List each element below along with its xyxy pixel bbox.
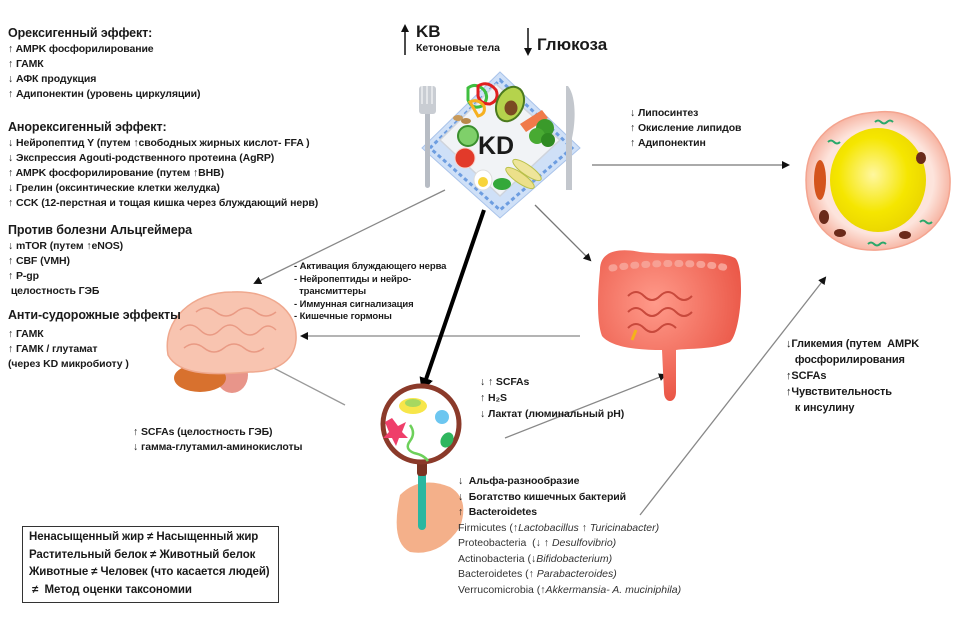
- gut-metabolite-item: ↓ ↑ SCFAs: [480, 376, 530, 388]
- kb-label: KB: [416, 22, 441, 41]
- gut-metabolites-block: ↓ ↑ SCFAs ↑ H₂S ↓ Лактат (люминальный pH…: [480, 374, 624, 422]
- taxon-phylum: Firmicutes (: [458, 521, 513, 534]
- brain-illustration: [166, 291, 297, 393]
- adipose-item: ↑ Окисление липидов: [630, 122, 742, 134]
- microbiota-composition-block: ↓ Альфа-разнообразие ↓ Богатство кишечны…: [458, 474, 681, 598]
- anorexigenic-effect-block: Анорексигенный эффект: ↓ Нейропептид Y (…: [8, 118, 318, 211]
- caveat-item: ≠ Метод оценки таксономии: [29, 583, 192, 596]
- orexigenic-item: ↑ AMPK фосфорилирование: [8, 43, 154, 55]
- metabolic-effects-block: ↓Гликемия (путем AMPK фосфорилирования ↑…: [786, 336, 919, 416]
- gut-brain-axis-item: - Иммунная сигнализация: [294, 298, 414, 310]
- metabolic-item: ↑Чувствительность: [786, 386, 892, 398]
- anticonvulsant-item: ↑ ГАМК / глутамат: [8, 343, 98, 355]
- anorexigenic-item: ↑ AMPK фосфорилирование (путем ↑BHB): [8, 167, 224, 179]
- anorexigenic-item: ↓ Экспрессия Agouti-родственного протеин…: [8, 152, 275, 164]
- arrow-microbiota-to-fat-cell: [639, 276, 827, 516]
- alzheimer-item: целостность ГЭБ: [8, 285, 100, 297]
- microbiota-to-brain-block: ↑ SCFAs (целостность ГЭБ) ↓ гамма-глутам…: [133, 425, 302, 455]
- anorexigenic-title: Анорексигенный эффект:: [8, 120, 167, 134]
- caveat-item: Ненасыщенный жир ≠ Насыщенный жир: [29, 531, 259, 543]
- alzheimer-item: ↑ P-gp: [8, 270, 39, 282]
- microbiota-diversity-item: ↓ Богатство кишечных бактерий: [458, 490, 626, 503]
- microbiota-diversity-item: ↓ Альфа-разнообразие: [458, 475, 580, 487]
- glucose-label: Глюкоза: [537, 35, 608, 54]
- ketone-bodies-label: KB Кетоновые тела: [416, 22, 500, 54]
- adipose-effects-block: ↓ Липосинтез ↑ Окисление липидов ↑ Адипо…: [630, 106, 741, 151]
- taxon-phylum: Bacteroidetes (↑: [458, 568, 537, 580]
- anorexigenic-item: ↑ CCK (12-перстная и тощая кишка через б…: [8, 197, 319, 209]
- taxon-phylum: Verrucomicrobia (: [458, 583, 541, 596]
- anticonvulsant-block: Анти-судорожные эффекты ↑ ГАМК ↑ ГАМК / …: [8, 306, 181, 372]
- taxon-phylum: Actinobacteria (: [458, 552, 531, 565]
- orexigenic-item: ↑ Адипонектин (уровень циркуляции): [8, 88, 201, 100]
- metabolic-item: ↑SCFAs: [786, 370, 827, 382]
- gut-brain-axis-item: трансмиттеры: [294, 286, 367, 297]
- microbiota-brain-item: ↓ гамма-глутамил-аминокислоты: [133, 441, 303, 453]
- taxon-genus: Parabacteroides): [536, 568, 617, 580]
- taxon-genus: ↑Akkermansia- A. muciniphila): [540, 583, 682, 596]
- caveats-box: Ненасыщенный жир ≠ Насыщенный жир Растит…: [22, 526, 279, 603]
- orexigenic-item: ↓ АФК продукция: [8, 73, 97, 85]
- orexigenic-effect-block: Орексигенный эффект: ↑ AMPK фосфорилиров…: [8, 24, 200, 102]
- gut-brain-axis-item: - Активация блуждающего нерва: [294, 261, 447, 272]
- arrow-kd-to-brain: [253, 189, 446, 284]
- metabolic-item: к инсулину: [786, 402, 855, 414]
- gut-metabolite-item: ↑ H₂S: [480, 392, 507, 404]
- gut-brain-axis-item: - Кишечные гормоны: [294, 311, 392, 322]
- fork-icon: [419, 86, 436, 188]
- anorexigenic-item: ↓ Грелин (оксинтические клетки желудка): [8, 182, 220, 194]
- intestine-illustration: [598, 250, 742, 401]
- magnifier-microbiota-illustration: [380, 383, 464, 553]
- anorexigenic-item: ↓ Нейропептид Y (путем ↑свободных жирных…: [8, 137, 310, 149]
- taxon-row: Firmicutes (↑Lactobacillus ↑ Turicinabac…: [458, 521, 681, 537]
- taxon-genus: ↓Bifidobacterium): [530, 552, 613, 565]
- taxon-genus: ↑Lactobacillus ↑ Turicinabacter): [512, 521, 660, 534]
- metabolic-item: фосфорилирования: [786, 354, 905, 366]
- kd-plate-illustration: [419, 71, 581, 219]
- gut-brain-axis-item: - Нейропептиды и нейро-: [294, 273, 412, 285]
- arrow-kd-to-intestine: [534, 204, 592, 262]
- taxon-row: Proteobacteria (↓ ↑ Desulfovibrio): [458, 536, 681, 552]
- caveat-item: Животные ≠ Человек (что касается людей): [29, 566, 270, 578]
- taxon-genus: Desulfovibrio): [551, 537, 617, 549]
- orexigenic-item: ↑ ГАМК: [8, 58, 44, 70]
- microbiota-brain-item: ↑ SCFAs (целостность ГЭБ): [133, 426, 273, 438]
- anticonvulsant-item: (через KD микробиоту ): [8, 358, 129, 370]
- adipose-item: ↑ Адипонектин: [630, 137, 706, 149]
- gut-brain-axis-block: - Активация блуждающего нерва - Нейропеп…: [294, 261, 446, 324]
- caveat-item: Растительный белок ≠ Животный белок: [29, 548, 256, 561]
- taxon-row: Bacteroidetes (↑ Parabacteroides): [458, 567, 681, 583]
- microbiota-diversity-item: ↑ Bacteroidetes: [458, 506, 537, 518]
- taxon-phylum: Proteobacteria (↓ ↑: [458, 537, 552, 549]
- alzheimer-title: Против болезни Альцгеймера: [8, 223, 192, 237]
- taxon-row: Actinobacteria (↓Bifidobacterium): [458, 552, 681, 568]
- arrow-kd-to-microbiota: [419, 209, 486, 392]
- arrow-microbiota-to-intestine: [504, 373, 667, 439]
- metabolic-item: ↓Гликемия (путем AMPK: [786, 338, 920, 350]
- anticonvulsant-item: ↑ ГАМК: [8, 328, 44, 340]
- gut-metabolite-item: ↓ Лактат (люминальный pH): [480, 408, 625, 420]
- anticonvulsant-title: Анти-судорожные эффекты: [8, 308, 181, 322]
- adipose-item: ↓ Липосинтез: [630, 107, 699, 119]
- orexigenic-title: Орексигенный эффект:: [8, 26, 153, 40]
- alzheimer-item: ↓ mTOR (путем ↑eNOS): [8, 240, 124, 252]
- alzheimer-block: Против болезни Альцгеймера ↓ mTOR (путем…: [8, 221, 192, 299]
- knife-icon: [566, 86, 575, 190]
- kb-sublabel: Кетоновые тела: [416, 42, 500, 54]
- alzheimer-item: ↑ CBF (VMH): [8, 255, 70, 267]
- taxon-row: Verrucomicrobia (↑Akkermansia- A. mucini…: [458, 583, 681, 599]
- arrow-microbiota-to-brain: [260, 361, 346, 406]
- kd-plate-label: KD: [478, 132, 515, 160]
- fat-cell-illustration: [805, 110, 951, 251]
